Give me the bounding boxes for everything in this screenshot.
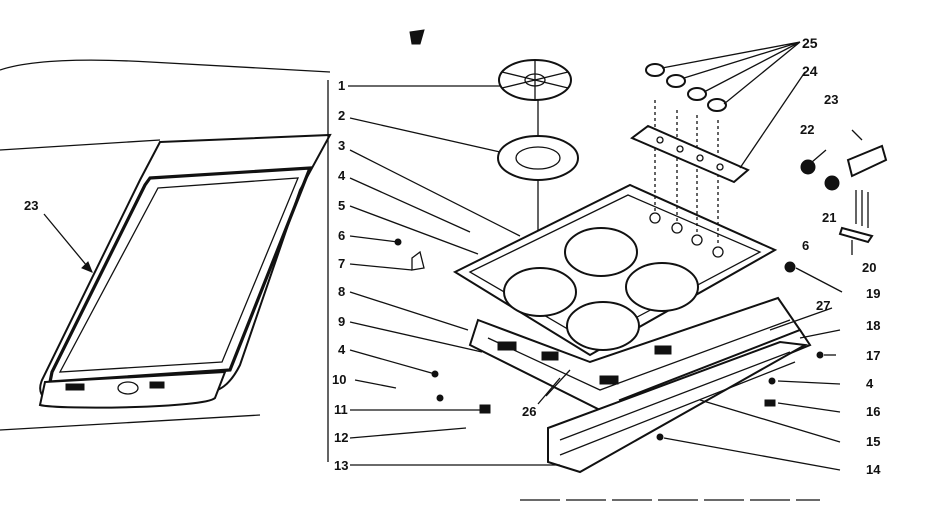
callout-label: 11 [334,402,348,417]
right-small-parts [656,129,888,471]
callout-label: 22 [800,122,814,137]
callout-label: 16 [866,404,880,419]
callout-label: 5 [338,198,345,213]
control-panel-icon [630,124,750,184]
callout-label: 21 [822,210,836,225]
callout-label: 24 [802,63,818,79]
callout-label: 27 [816,298,830,313]
knob-icon [687,87,707,101]
callout-label: 14 [866,462,881,477]
callout-label: 20 [862,260,876,275]
burner-ring-icon [497,135,579,181]
callout-label: 3 [338,138,345,153]
callout-label: 6 [338,228,345,243]
callout-label: 9 [338,314,345,329]
callout-label: 4 [338,168,346,183]
callout-label: 25 [802,35,818,51]
callout-label: 8 [338,284,345,299]
callout-label: 4 [338,342,346,357]
door-callout-label: 23 [24,198,38,213]
callout-label: 13 [334,458,348,473]
cooktop-assembly [452,100,812,474]
knobs-and-panel [630,41,806,184]
knob-icon [666,74,686,88]
callout-label: 7 [338,256,345,271]
knob-icon [645,63,665,77]
callout-label: 10 [332,372,346,387]
knob-icon [707,98,727,112]
ink-mark [409,29,425,45]
callout-label: 15 [866,434,880,449]
callout-label: 26 [522,404,536,419]
callout-label: 2 [338,108,345,123]
burner-parts [497,59,579,270]
callout-label: 6 [802,238,809,253]
left-callouts: 1 2 3 4 5 6 7 8 9 4 10 11 12 13 [332,78,348,473]
callout-label: 4 [866,376,874,391]
callout-label: 17 [866,348,880,363]
leader-lines [327,80,571,466]
right-callouts: 25 24 23 22 21 6 20 19 27 18 17 4 16 15 … [800,35,881,477]
callout-label: 18 [866,318,880,333]
callout-label: 12 [334,430,348,445]
range-panel-assembly: 23 [0,59,332,431]
callout-label: 23 [824,92,838,107]
callout-label: 1 [338,78,345,93]
callout-label: 19 [866,286,880,301]
